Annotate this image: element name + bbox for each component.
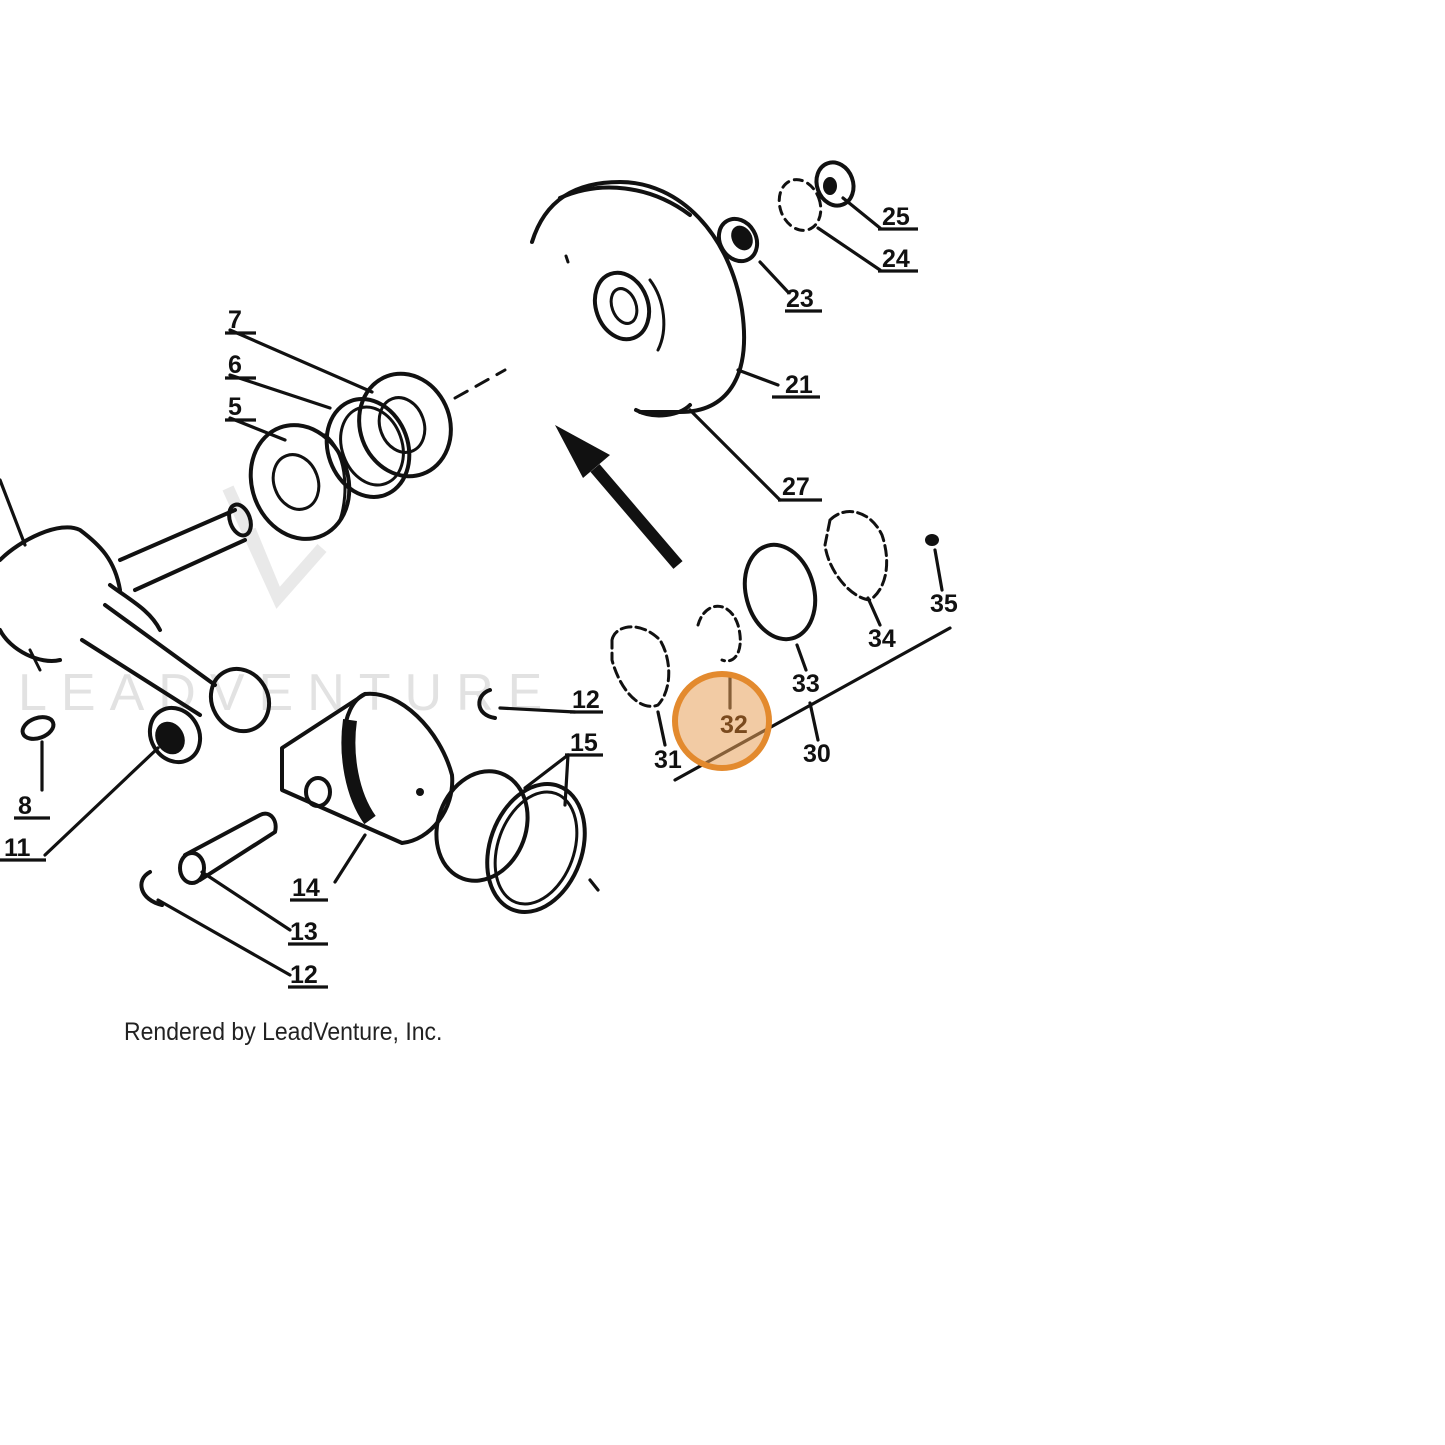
- callout-12-lower[interactable]: 12: [290, 961, 318, 989]
- clutch-drum: [530, 180, 747, 418]
- key-8: [20, 715, 56, 741]
- highlight-marker-32[interactable]: [672, 671, 772, 771]
- screw-35: [925, 534, 939, 546]
- assembly-arrow-icon: [555, 425, 683, 569]
- clutch-shoe-31: [610, 625, 671, 708]
- callout-8[interactable]: 8: [18, 792, 32, 820]
- needle-bearing-11: [147, 705, 203, 765]
- callout-31[interactable]: 31: [654, 746, 682, 774]
- ring-6: [324, 397, 412, 499]
- callout-6[interactable]: 6: [228, 351, 242, 379]
- callout-24[interactable]: 24: [882, 245, 910, 273]
- callout-11[interactable]: 11: [4, 834, 31, 862]
- piston-pin-13: [178, 811, 278, 885]
- nut-25: [814, 160, 856, 208]
- callout-21[interactable]: 21: [785, 371, 813, 399]
- callout-35[interactable]: 35: [930, 590, 958, 618]
- needle-bearing-23: [716, 216, 760, 264]
- watermark-text: LEADVENTURE: [18, 664, 556, 722]
- callout-labels: 7 6 5 25 24 23 21 27 35 34 33 30 32 31 1…: [4, 203, 958, 989]
- bearing-7: [357, 371, 453, 479]
- crankshaft: [0, 502, 272, 734]
- shaft-axis: [453, 368, 507, 400]
- callout-underlines: [0, 227, 918, 989]
- circlip-12-lower: [139, 870, 164, 907]
- watermark: LEADVENTURE: [18, 485, 556, 722]
- circlip-12-upper: [477, 688, 497, 720]
- callout-32[interactable]: 32: [720, 711, 748, 739]
- piston-14: [280, 691, 455, 845]
- callout-7[interactable]: 7: [228, 306, 242, 334]
- watermark-logo-icon: [222, 485, 327, 609]
- callout-34[interactable]: 34: [868, 625, 896, 653]
- spring-32: [696, 604, 742, 663]
- callout-12-upper[interactable]: 12: [572, 686, 600, 714]
- render-credit: Rendered by LeadVenture, Inc.: [124, 1018, 443, 1046]
- callout-23[interactable]: 23: [786, 285, 814, 313]
- leader-lines: [0, 196, 952, 977]
- callout-25[interactable]: 25: [882, 203, 910, 231]
- callout-14[interactable]: 14: [292, 874, 320, 902]
- callout-30[interactable]: 30: [803, 740, 831, 768]
- callout-15[interactable]: 15: [570, 729, 598, 757]
- callout-27[interactable]: 27: [782, 473, 810, 501]
- washer-24: [777, 178, 823, 232]
- bearing-5: [248, 423, 352, 541]
- clutch-shoe-34: [823, 510, 889, 602]
- callout-33[interactable]: 33: [792, 670, 820, 698]
- spring-ring-33: [742, 542, 818, 642]
- callout-13[interactable]: 13: [290, 918, 318, 946]
- callout-5[interactable]: 5: [228, 393, 242, 421]
- piston-rings-15: [434, 769, 587, 914]
